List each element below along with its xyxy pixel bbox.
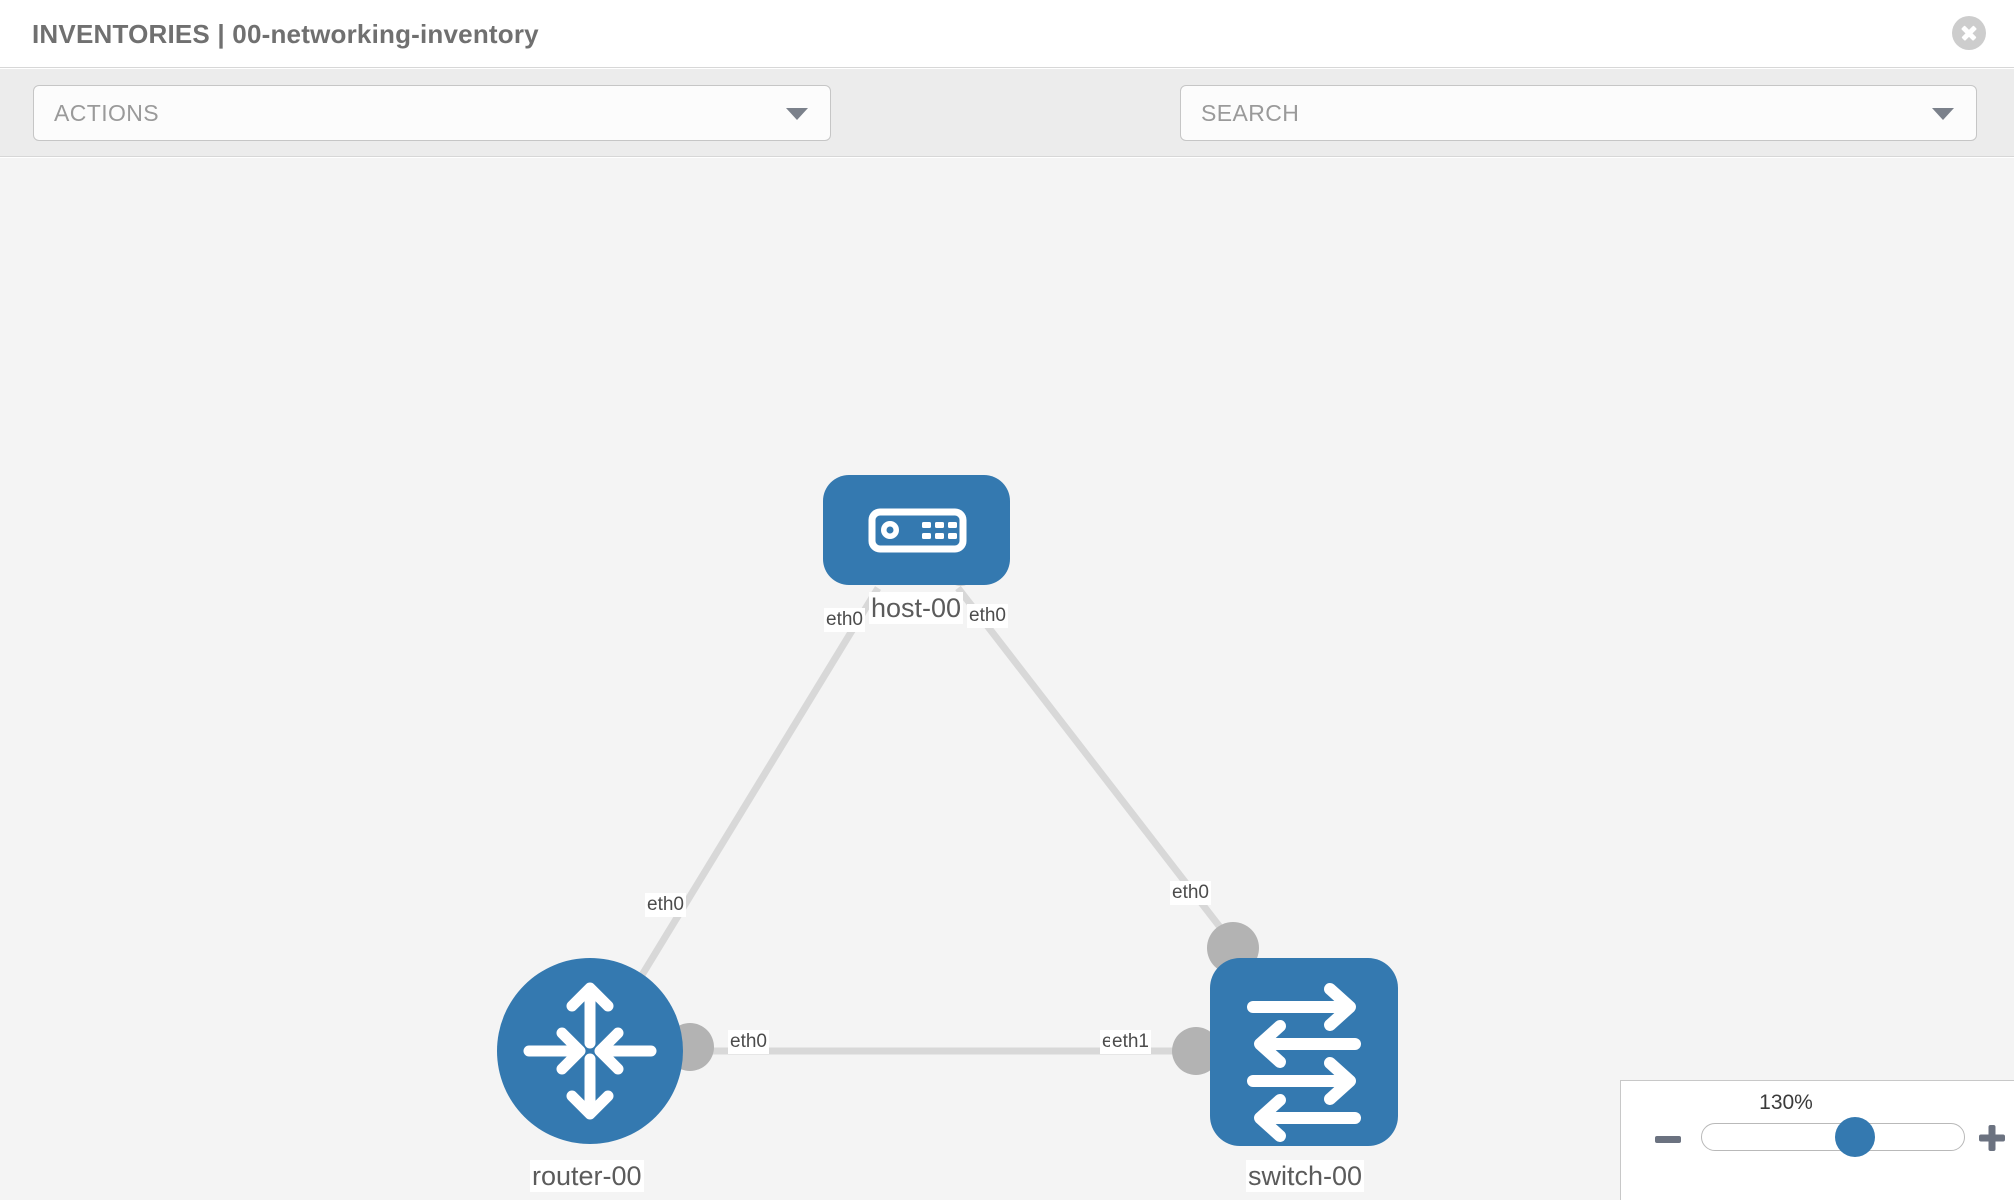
chevron-down-icon [786,108,808,120]
topology-graph [497,475,1398,1146]
toolbar: ACTIONS SEARCH [0,69,2014,202]
chevron-down-icon [1932,108,1954,120]
server-icon [868,508,967,553]
router-arrows-icon [523,982,657,1120]
link-host-router [625,586,881,1000]
node-switch-00 [1210,958,1398,1146]
zoom-control-panel: 130% [1620,1080,2014,1200]
node-router-00 [497,958,683,1144]
topology-canvas[interactable]: host-00 router-00 switch-00 eth0 eth0 et… [0,158,2014,1200]
interface-label-host-right: eth0 [967,604,1008,628]
interface-label-host-left: eth0 [824,608,865,632]
node-label-host-00: host-00 [869,592,964,624]
search-placeholder: SEARCH [1201,100,1300,126]
zoom-out-button[interactable] [1655,1136,1681,1143]
interface-label-switch-upper: eth0 [1170,881,1211,905]
node-host-00 [823,475,1010,585]
node-label-router-00: router-00 [530,1160,644,1192]
actions-dropdown[interactable]: ACTIONS [33,85,831,141]
zoom-slider-track[interactable] [1701,1123,1965,1151]
interface-label-router-right: eth0 [728,1030,769,1054]
page-title: INVENTORIES | 00-networking-inventory [32,19,539,49]
node-label-switch-00: switch-00 [1246,1160,1365,1192]
search-input[interactable]: SEARCH [1180,85,1977,141]
interface-label-router-upper: eth0 [645,893,686,917]
zoom-slider-thumb[interactable] [1835,1117,1875,1157]
close-icon[interactable] [1952,16,1986,50]
title-bar: INVENTORIES | 00-networking-inventory [0,0,2014,68]
interface-label-switch-left: eth1 [1110,1030,1151,1054]
actions-dropdown-label: ACTIONS [54,100,160,126]
switch-arrows-icon [1247,983,1361,1142]
zoom-level-value: 130% [1759,1091,1813,1114]
port-switch-left [1172,1027,1220,1075]
zoom-in-button[interactable] [1979,1125,2005,1151]
